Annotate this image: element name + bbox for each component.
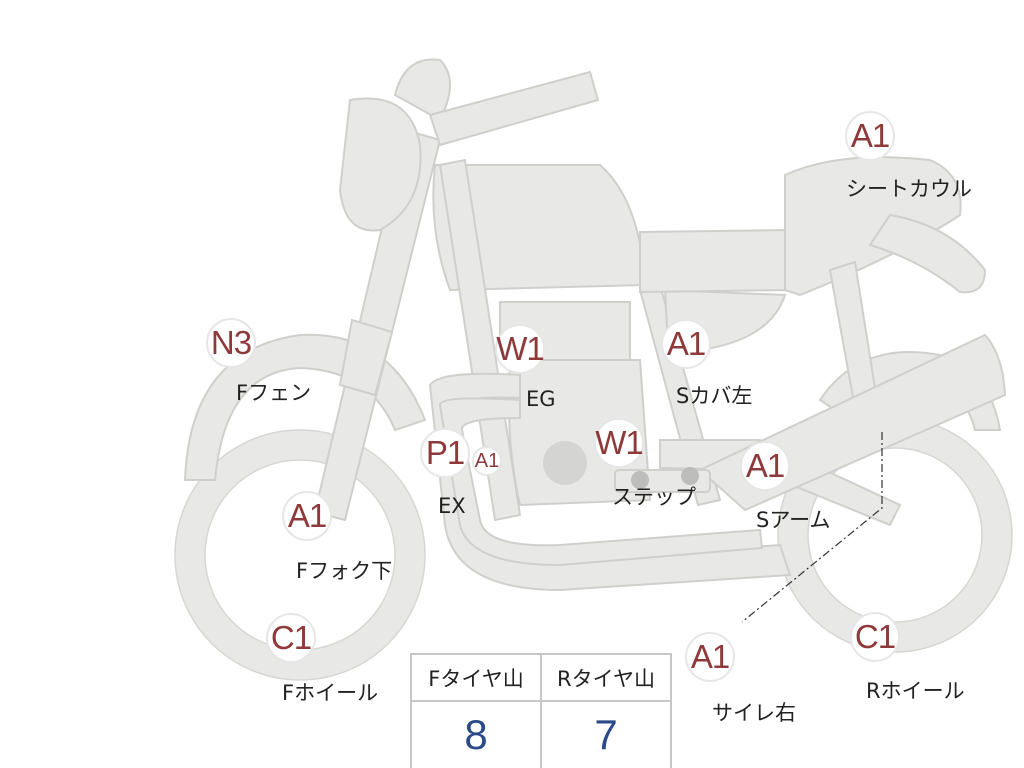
seat-cowl-shape <box>784 156 962 297</box>
silencer-pointer-line <box>741 432 883 623</box>
part-label-f-fender: Fフェン <box>236 381 312 405</box>
part-label-engine: EG <box>526 387 556 411</box>
tyre-tread-table: Fタイヤ山 Rタイヤ山 8 7 <box>410 653 672 768</box>
grade-badge-f-fork-lower: A1 <box>282 491 332 541</box>
grade-badge-silencer-right: A1 <box>685 632 735 682</box>
f-tyre-tread-value: 8 <box>410 700 542 768</box>
grade-badge-exhaust-sub: A1 <box>472 446 502 476</box>
grade-badge-s-cover-left: A1 <box>661 319 711 369</box>
part-label-silencer-right: サイレ右 <box>712 701 796 725</box>
grade-badge-r-wheel: C1 <box>850 612 900 662</box>
part-label-s-arm: Sアーム <box>756 508 831 532</box>
part-label-f-fork-lower: Fフォク下 <box>296 559 393 583</box>
part-label-r-wheel: Rホイール <box>866 679 965 703</box>
r-tyre-tread-value: 7 <box>540 700 672 768</box>
seat <box>639 228 794 294</box>
r-tyre-tread-header: Rタイヤ山 <box>540 653 672 702</box>
part-label-s-cover-left: Sカバ左 <box>676 384 753 408</box>
handlebar <box>393 58 451 122</box>
grade-badge-f-fender: N3 <box>206 318 256 368</box>
grade-badge-s-arm: A1 <box>740 441 790 491</box>
part-label-step: ステップ <box>612 485 696 509</box>
grade-badge-f-wheel: C1 <box>266 613 316 663</box>
grade-badge-exhaust: P1 <box>420 428 470 478</box>
front-wheel <box>175 430 425 680</box>
part-label-f-wheel: Fホイール <box>282 681 379 705</box>
grade-badge-step: W1 <box>594 418 644 468</box>
f-tyre-tread-header: Fタイヤ山 <box>410 653 542 702</box>
grade-badge-engine: W1 <box>495 324 545 374</box>
part-label-exhaust: EX <box>438 494 466 518</box>
headlight <box>338 97 422 232</box>
part-label-seat-cowl: シートカウル <box>846 177 972 201</box>
grade-badge-seat-cowl: A1 <box>845 111 895 161</box>
